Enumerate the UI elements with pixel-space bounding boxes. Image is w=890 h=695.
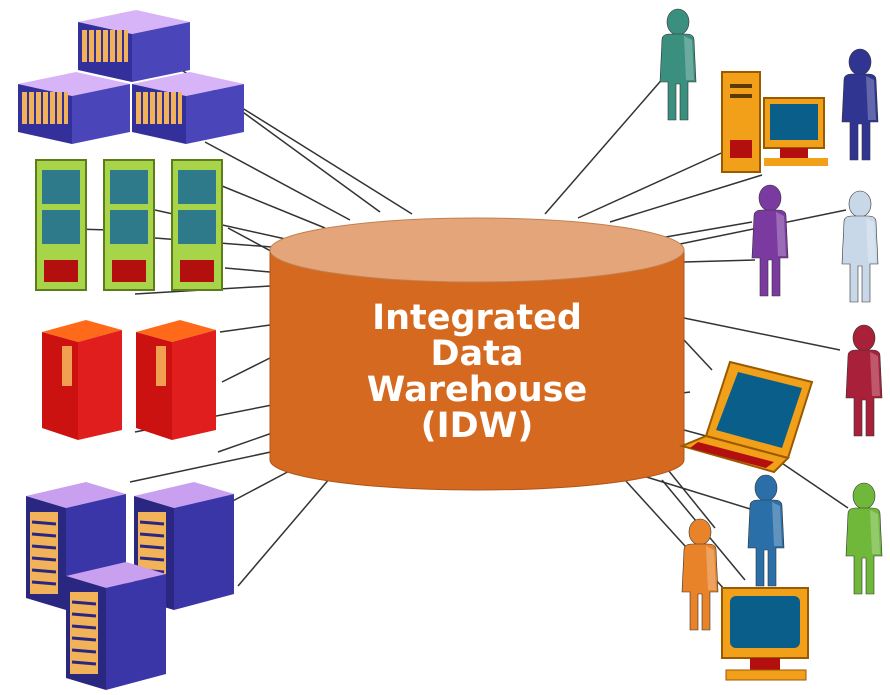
user-icon: [845, 482, 883, 595]
desktop-computer-icon: [721, 587, 809, 681]
user-icon: [751, 184, 789, 297]
user-icon: [845, 324, 883, 437]
connector-line: [204, 141, 351, 221]
rack-server-icon: [103, 159, 155, 291]
warehouse-cylinder: [269, 217, 685, 491]
blue-tower-server-icon: [66, 562, 166, 690]
connector-line: [683, 339, 713, 371]
rack-server-icon: [35, 159, 87, 291]
connector-line: [239, 109, 381, 213]
connector-line: [217, 431, 276, 453]
user-icon: [659, 8, 697, 121]
user-icon: [681, 518, 719, 631]
connector-line: [237, 477, 331, 587]
user-group: [659, 8, 883, 631]
cylinder-top: [269, 217, 685, 283]
mainframe-server-icon: [132, 72, 244, 144]
user-icon: [841, 190, 879, 303]
mainframe-server-icon: [78, 10, 190, 82]
red-tower-server-icon: [136, 320, 216, 440]
user-icon: [841, 48, 879, 161]
rack-server-group: [35, 159, 223, 291]
connector-line: [683, 317, 841, 351]
mainframe-server-icon: [18, 72, 130, 144]
connector-line: [221, 357, 271, 383]
user-icon: [747, 474, 785, 587]
connector-line: [224, 267, 271, 273]
connector-line: [544, 75, 666, 215]
connector-line: [683, 259, 756, 263]
rack-server-icon: [171, 159, 223, 291]
cylinder-body: [269, 249, 685, 491]
connector-line: [659, 221, 753, 239]
connector-line: [221, 185, 326, 229]
connector-line: [639, 474, 761, 513]
mainframe-server-group: [18, 10, 244, 144]
desktop-computer-icon: [721, 71, 828, 173]
laptop-icon: [678, 360, 814, 474]
connector-line: [609, 174, 763, 223]
red-tower-server-icon: [42, 320, 122, 440]
connector-line: [219, 324, 271, 333]
connector-line: [577, 149, 729, 219]
red-tower-server-group: [42, 320, 216, 440]
blue-tower-server-group: [26, 482, 234, 690]
connector-line: [129, 449, 281, 483]
